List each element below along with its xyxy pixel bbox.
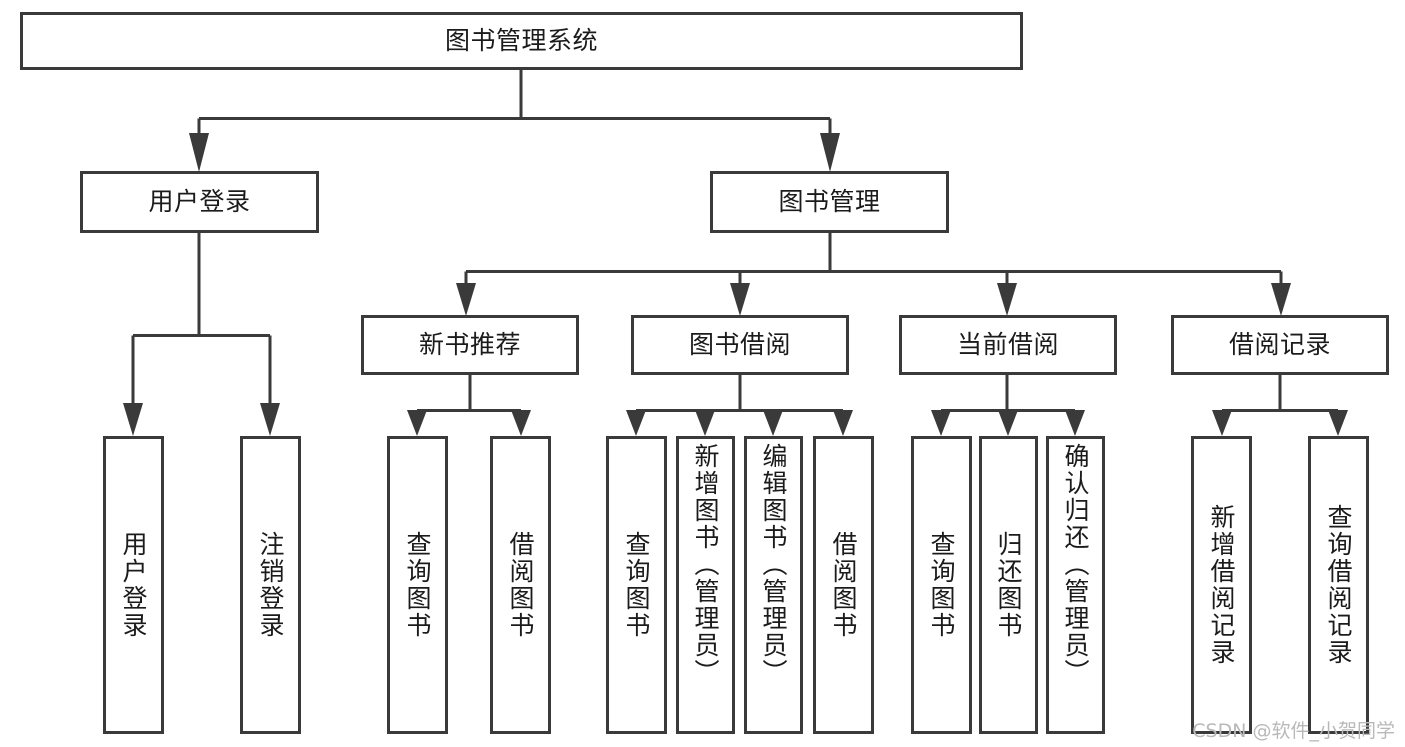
leaf-box-confirm-return-admin[interactable]: [1046, 436, 1105, 734]
arrowhead-bookborrow-leaf-1: [626, 410, 646, 436]
leaf-box-user-login[interactable]: [103, 436, 164, 734]
arrowhead-user-leaf-1: [123, 403, 143, 436]
arrowhead-currentborrow-leaf-1: [931, 410, 951, 436]
arrowhead-currentborrow-leaf-2: [998, 410, 1018, 436]
arrowhead-user-leaf-2: [260, 403, 280, 436]
node-current-borrow[interactable]: [899, 315, 1117, 375]
leaf-box-borrow-book[interactable]: [813, 436, 874, 734]
leaf-box-return-book[interactable]: [979, 436, 1038, 734]
arrowhead-currentborrow-leaf-3: [1065, 410, 1085, 436]
node-user-login[interactable]: [80, 171, 319, 233]
arrowhead-user-login: [189, 133, 209, 172]
leaf-box-query-book-borrow[interactable]: [606, 436, 667, 734]
arrowhead-newbook-leaf-2: [511, 410, 531, 436]
leaf-box-edit-book-admin[interactable]: [744, 436, 803, 734]
arrowhead-book-manage: [820, 133, 840, 172]
arrowhead-bookborrow-leaf-2: [695, 410, 715, 436]
node-book-borrow[interactable]: [631, 315, 849, 375]
arrowhead-borrow-record: [1271, 283, 1291, 316]
arrowhead-bookborrow-leaf-3: [763, 410, 783, 436]
arrowhead-borrowrecord-leaf-1: [1212, 410, 1232, 436]
node-new-book-recommend[interactable]: [361, 315, 579, 375]
leaf-box-query-borrow-record[interactable]: [1308, 436, 1369, 734]
arrowhead-new-book: [456, 283, 476, 316]
leaf-box-user-logout[interactable]: [240, 436, 301, 734]
node-book-manage[interactable]: [710, 171, 949, 233]
arrowhead-borrowrecord-leaf-2: [1328, 410, 1348, 436]
arrowhead-newbook-leaf-1: [407, 410, 427, 436]
node-borrow-record[interactable]: [1171, 315, 1389, 375]
leaf-box-borrow-book-recommend[interactable]: [490, 436, 551, 734]
arrowhead-book-borrow: [730, 283, 750, 316]
arrowhead-bookborrow-leaf-4: [833, 410, 853, 436]
leaf-box-add-borrow-record[interactable]: [1191, 436, 1252, 734]
leaf-box-add-book-admin[interactable]: [676, 436, 735, 734]
leaf-box-query-book-current[interactable]: [911, 436, 972, 734]
leaf-box-query-book-recommend[interactable]: [387, 436, 448, 734]
node-root-system[interactable]: [20, 12, 1023, 70]
arrowhead-current-borrow: [997, 283, 1017, 316]
